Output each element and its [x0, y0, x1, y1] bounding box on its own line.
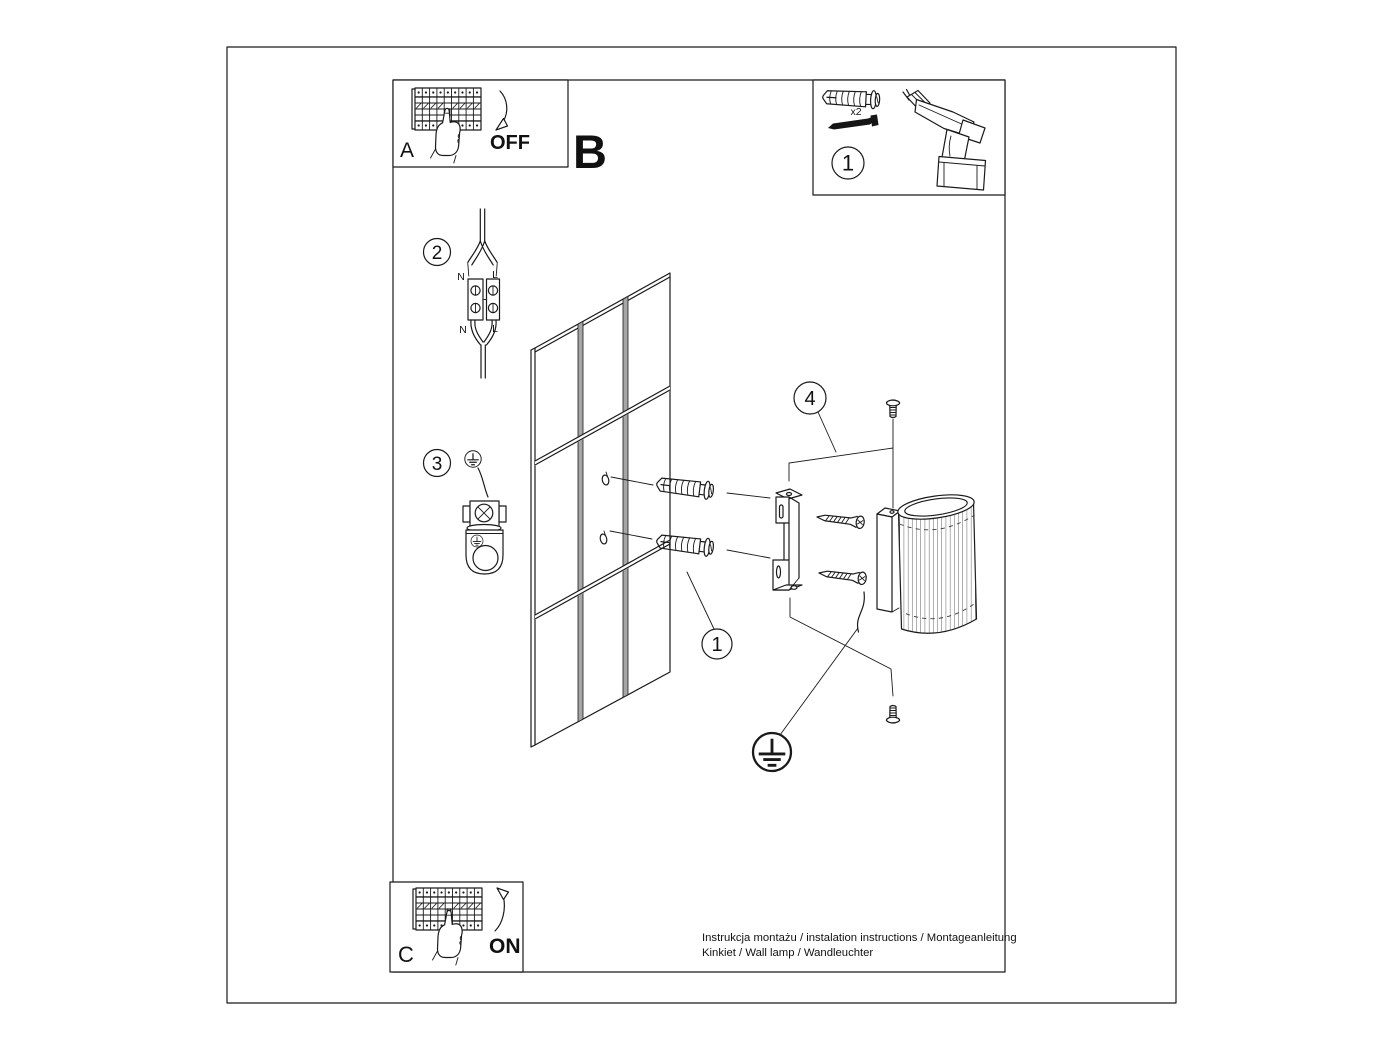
step-1-circle: [831, 146, 865, 180]
footer-line-1: Instrukcja montażu / instalation instruc…: [702, 932, 1017, 944]
ring-hole: [472, 544, 499, 572]
callout-1-leader: [686, 571, 715, 630]
lamp-backplate: [876, 513, 893, 613]
drill-icon: [902, 88, 987, 191]
terminal-block-right: [485, 278, 501, 321]
step-4-bracket-assembly: 4: [772, 381, 901, 724]
screw-icon: [828, 114, 879, 130]
drill-hole: [599, 530, 608, 545]
callout-1-number: 1: [711, 634, 722, 656]
step-1-number: 1: [842, 151, 854, 176]
earth-symbol-small-icon: [470, 534, 484, 548]
step-4-circle: [793, 381, 827, 415]
bare-wire-tips-top: [467, 263, 498, 277]
wire-label-l-bottom: L: [492, 323, 498, 335]
on-label: ON: [489, 935, 521, 958]
step-3-number: 3: [432, 454, 443, 475]
tile-gap-strip: [622, 295, 629, 699]
arrow-down-icon: [495, 90, 509, 131]
step-2-number: 2: [432, 243, 443, 264]
callout-4-leaders: [788, 411, 894, 697]
earth-leader: [779, 627, 859, 736]
step-2-wiring: 2 N L N L: [422, 208, 501, 379]
step-2-circle: [422, 237, 452, 267]
lamp-shade-ribs: [898, 501, 977, 634]
earth-callout: [751, 627, 859, 773]
earth-wire: [477, 467, 489, 498]
wire-label-n-bottom: N: [459, 324, 467, 336]
earth-symbol-icon: [464, 450, 482, 468]
section-b-label: B: [573, 125, 607, 178]
footer-captions: Instrukcja montażu / instalation instruc…: [702, 932, 1017, 959]
mounting-bracket: [772, 488, 803, 591]
split-wires-bottom: [470, 319, 497, 346]
cable-top: [479, 208, 486, 242]
panel-a-label: A: [400, 139, 414, 162]
terminal-screw-icon: [470, 302, 481, 314]
split-wires-top: [467, 240, 498, 266]
panel-c-switch-on: C ON: [389, 881, 524, 973]
terminal-screw-icon: [470, 285, 481, 296]
wall-face: [534, 272, 671, 746]
step-4-number: 4: [804, 388, 815, 410]
wall-plugs-exploded: 1: [609, 474, 771, 660]
wire-label-n-top: N: [457, 271, 465, 283]
terminal-block-left: [467, 278, 484, 321]
panel-c-label: C: [398, 942, 414, 967]
tools-panel: x2 1: [812, 79, 1006, 196]
arrow-up-icon: [494, 887, 510, 932]
hole-leader-lines: [609, 476, 654, 540]
drill-hole: [601, 471, 610, 486]
callout-1-circle: [701, 628, 733, 660]
earth-symbol-icon: [751, 731, 793, 773]
terminal-screw-icon: [487, 285, 499, 296]
tile-gap-strip: [577, 320, 584, 723]
off-label: OFF: [490, 132, 530, 154]
dowel-quantity: x2: [850, 106, 861, 118]
footer-line-2: Kinkiet / Wall lamp / Wandleuchter: [702, 947, 873, 959]
wire-label-l-top: L: [492, 269, 498, 281]
plug-leader-lines: [726, 492, 771, 559]
wall-tiles: [530, 272, 671, 748]
terminal-screw-icon: [487, 302, 499, 314]
wall-lamp: [856, 494, 978, 634]
step-3-circle: [422, 448, 452, 478]
step-3-earthing: 3: [422, 448, 507, 575]
cable-bottom: [480, 344, 486, 379]
panel-a-switch-off: A OFF: [392, 79, 569, 168]
